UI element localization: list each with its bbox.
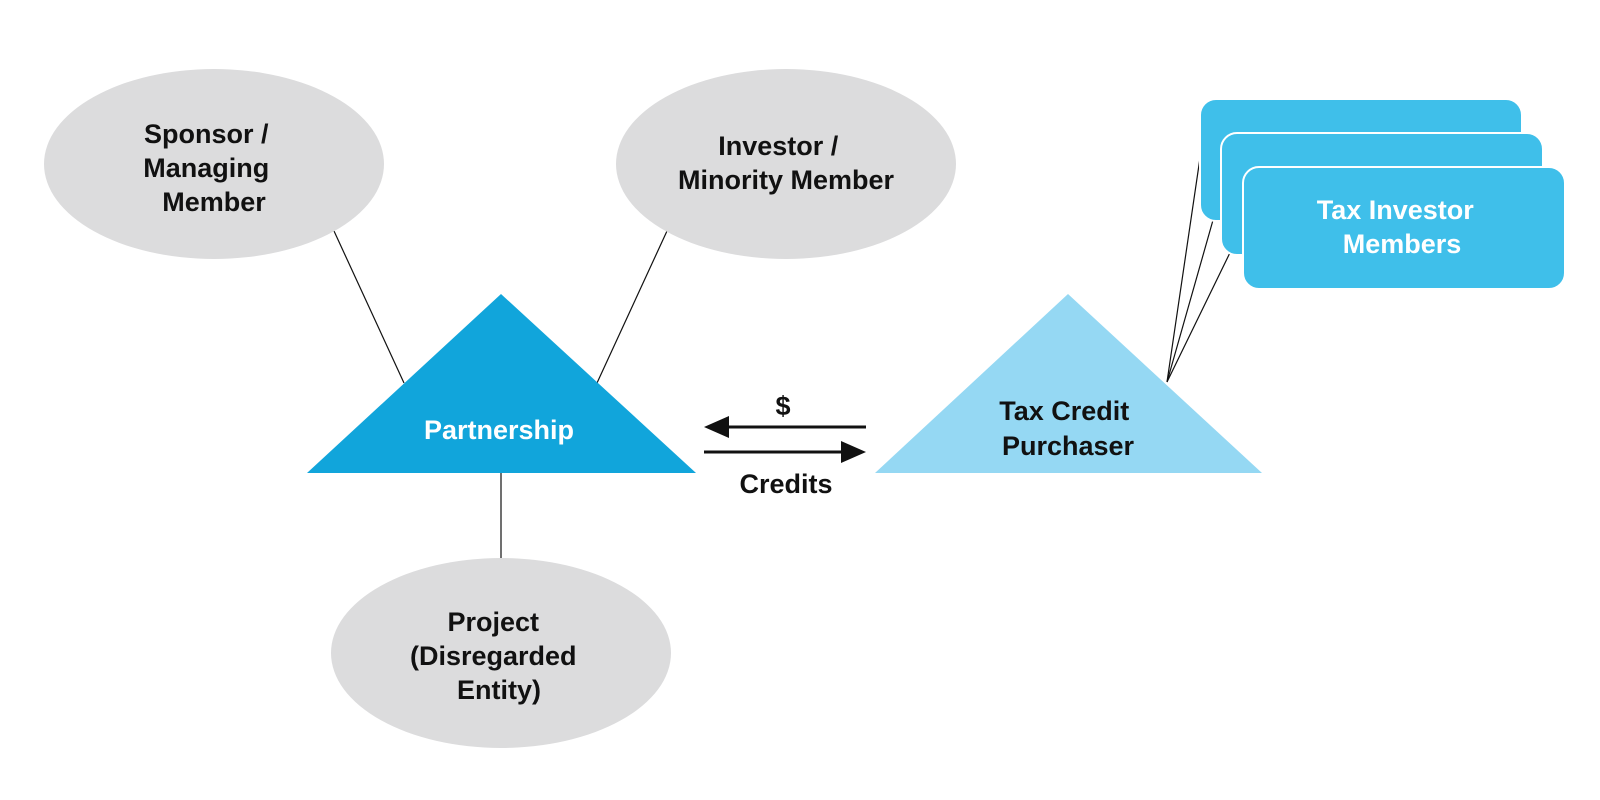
- sponsor-node: [44, 69, 384, 259]
- cash-arrow: [704, 416, 866, 438]
- connector-sponsor-partnership: [333, 230, 405, 384]
- investor-node: [616, 69, 956, 259]
- tax-investor-cards: [1199, 98, 1566, 290]
- credits-flow-label: Credits: [739, 469, 832, 499]
- purchaser-label: Tax Credit Purchaser: [999, 396, 1137, 461]
- tax-investors-label: Tax Investor Members: [1317, 195, 1482, 259]
- connector-investor-partnership: [596, 230, 668, 384]
- project-label: Project (Disregarded Entity): [410, 607, 584, 705]
- project-node: [331, 558, 671, 748]
- connector-purchaser-card-back: [1166, 157, 1201, 383]
- credits-arrow: [704, 441, 866, 463]
- connector-purchaser-card-middle: [1166, 191, 1222, 383]
- sponsor-label: Sponsor / Managing Member: [143, 119, 277, 217]
- partnership-label: Partnership: [424, 415, 574, 445]
- flow-arrows: [704, 416, 866, 463]
- tax-investor-card-front: [1242, 166, 1566, 290]
- investor-label: Investor / Minority Member: [678, 131, 895, 195]
- partnership-node: [307, 294, 696, 473]
- cash-flow-label: $: [775, 391, 790, 421]
- connector-lines: [333, 157, 1244, 558]
- purchaser-node: [875, 294, 1262, 473]
